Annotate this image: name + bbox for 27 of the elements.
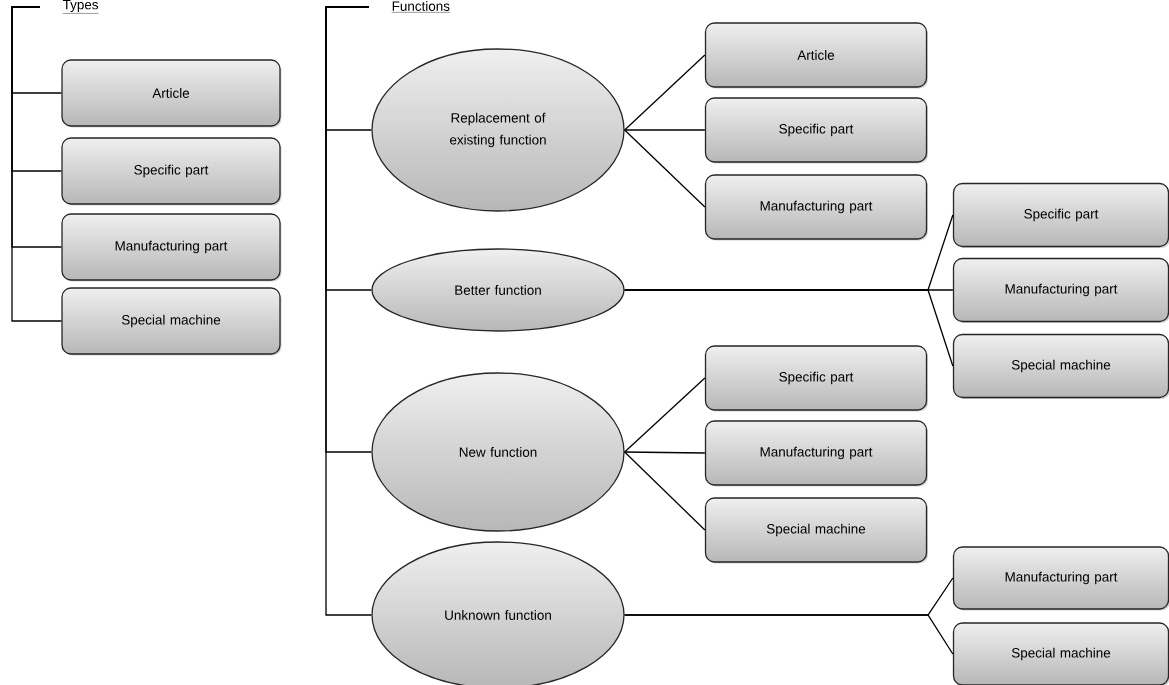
item-box: Article (704, 22, 928, 89)
item-box: Manufacturing part (61, 213, 282, 282)
connector-line (624, 289, 954, 367)
item-box: Specific part (704, 97, 928, 164)
connector-line (624, 129, 706, 131)
connector-line (624, 451, 706, 531)
item-box: Specific part (952, 182, 1169, 248)
item-box: Specific part (704, 345, 928, 412)
item-box: Special machine (952, 622, 1169, 685)
heading: Types (62, 0, 99, 14)
connector-line (11, 6, 62, 322)
connector-line (624, 614, 954, 655)
item-box: Special machine (61, 287, 282, 356)
item-box: Article (61, 59, 282, 128)
item-box: Manufacturing part (952, 546, 1169, 611)
connector-line (624, 54, 706, 131)
connector-line (624, 377, 706, 453)
connector-line (624, 451, 706, 454)
item-box: Special machine (952, 333, 1169, 399)
connector-line (325, 6, 372, 616)
heading: Functions (391, 1, 451, 13)
item-box: Manufacturing part (952, 257, 1169, 323)
item-box: Manufacturing part (704, 420, 928, 487)
item-box: Special machine (704, 497, 928, 564)
item-box: Specific part (61, 137, 282, 206)
connector-line (624, 129, 706, 208)
item-box: Manufacturing part (704, 174, 928, 241)
